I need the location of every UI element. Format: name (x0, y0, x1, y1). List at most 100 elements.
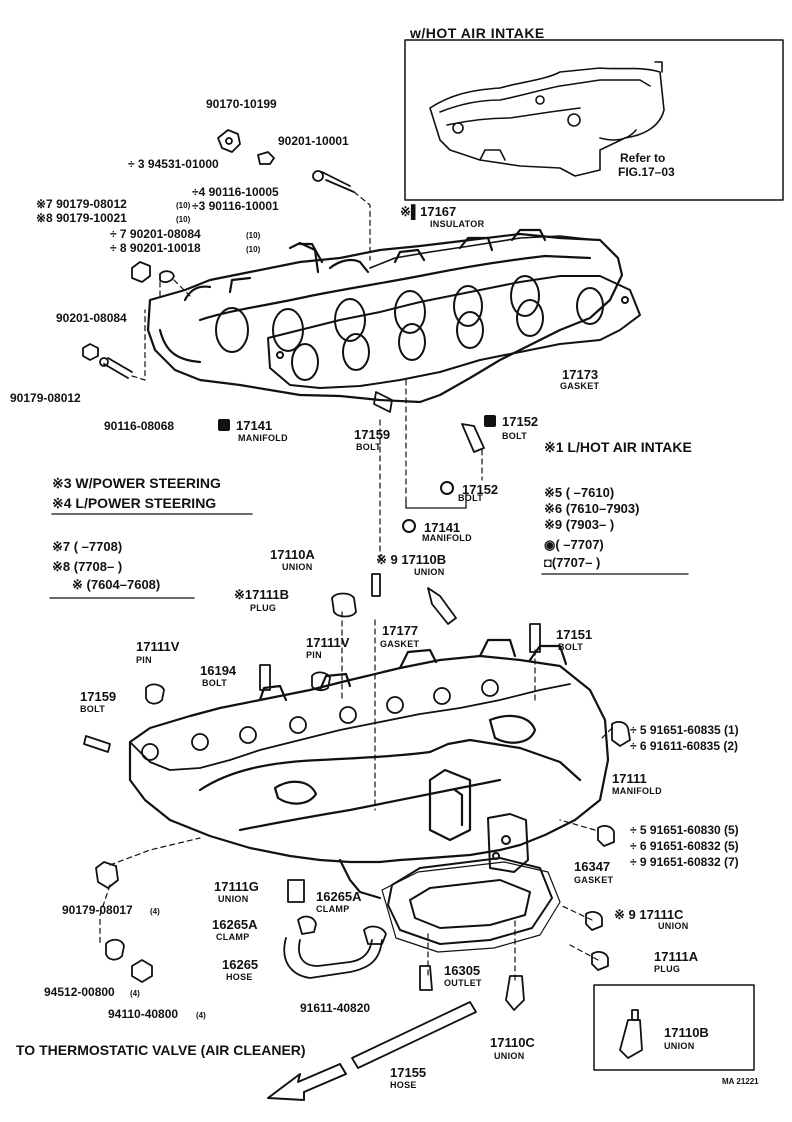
label-17110c: 17110C (490, 1035, 535, 1050)
label-17111: 17111 (612, 771, 647, 786)
qty-10-d: (10) (246, 245, 261, 254)
label-17110a: 17110A (270, 547, 315, 562)
label-91651-60832-a: ÷ 6 91651-60832 (5) (630, 839, 739, 853)
label-16265: 16265 (222, 957, 259, 972)
name-insulator: INSULATOR (430, 219, 485, 229)
label-16265a-left: 16265A (212, 917, 258, 932)
leader-17141 (405, 489, 467, 509)
inset-refer-line1: Refer to (620, 151, 666, 165)
label-16347: 16347 (574, 859, 611, 874)
qty-4-a: (4) (150, 907, 160, 916)
label-94512-00800: 94512-00800 (44, 985, 115, 999)
label-17111c: ※ 9 17111C (614, 907, 684, 922)
lower-fasteners (83, 573, 631, 1069)
name-gasket-16347: GASKET (574, 875, 614, 885)
label-90116-10005: ÷4 90116-10005 (192, 185, 279, 199)
quarter-mark-icon (484, 415, 496, 427)
label-90201-10018: ÷ 8 90201-10018 (110, 241, 201, 255)
label-94531-01000: ÷ 3 94531-01000 (128, 157, 219, 171)
inset-manifold-drawing (429, 61, 665, 177)
name-plug-17111a: PLUG (654, 964, 681, 974)
figure-code: MA 21221 (722, 1077, 759, 1086)
qty-4-b: (4) (130, 989, 140, 998)
name-gasket-17173: GASKET (560, 381, 600, 391)
name-clamp-right: CLAMP (316, 904, 350, 914)
name-union-17111g: UNION (218, 894, 249, 904)
label-90179-08017: 90179-08017 (62, 903, 133, 917)
name-bolt-17152-b: BOLT (458, 493, 484, 503)
label-17151: 17151 (556, 627, 593, 642)
label-17152-a: 17152 (484, 414, 538, 428)
insulator-17167 (369, 235, 597, 269)
label-90201-10001: 90201-10001 (278, 134, 349, 148)
label-17111v-b: 17111V (306, 635, 350, 650)
inset-refer-line2: FIG.17–03 (618, 165, 675, 179)
legend-1: ※1 L/HOT AIR INTAKE (544, 439, 692, 455)
qty-10-b: (10) (176, 215, 191, 224)
manifold-ports (215, 275, 540, 353)
label-94110-40800: 94110-40800 (108, 1007, 179, 1021)
gasket-17173 (267, 275, 641, 389)
label-17111a: 17111A (654, 949, 699, 964)
name-gasket-17177: GASKET (380, 639, 420, 649)
label-91611-60835: ÷ 6 91611-60835 (2) (630, 739, 738, 753)
label-90170-10199: 90170-10199 (206, 97, 277, 111)
legend-9-right: ※9 (7903– ) (544, 517, 615, 532)
gasket-17177 (129, 679, 571, 771)
label-90179-10021: ※8 90179-10021 (36, 211, 127, 225)
name-union-17110a: UNION (282, 562, 313, 572)
legend-circle-mark: ◉( –7707) (544, 537, 604, 552)
label-17159-upper: 17159 (354, 427, 391, 442)
outlet-16305 (381, 857, 561, 953)
legend-6: ※6 (7610–7903) (544, 501, 640, 516)
name-manifold-17141: MANIFOLD (238, 433, 288, 443)
quarter-mark-icon (218, 419, 230, 431)
union-17110b-drawing (619, 1009, 643, 1059)
legend-7: ※7 ( –7708) (52, 539, 123, 554)
label-90116-10001: ÷3 90116-10001 (192, 199, 279, 213)
name-manifold-17111: MANIFOLD (612, 786, 662, 796)
name-bolt-17151: BOLT (558, 642, 584, 652)
name-bolt-17152-a: BOLT (502, 431, 528, 441)
label-90116-08068: 90116-08068 (104, 419, 175, 433)
label-17141-lower: 17141 (402, 518, 460, 534)
label-17173: 17173 (562, 367, 599, 382)
label-91651-60832-b: ÷ 9 91651-60832 (7) (630, 855, 739, 869)
label-17159-lower: 17159 (80, 689, 117, 704)
label-90179-08012: 90179-08012 (10, 391, 81, 405)
legend-3: ※3 W/POWER STEERING (52, 475, 221, 491)
lower-manifold-17111 (128, 638, 610, 900)
label-17111g: 17111G (214, 879, 259, 894)
name-clamp-left: CLAMP (216, 932, 250, 942)
label-17111b: ※17111B (234, 587, 289, 602)
name-manifold-17141-lower: MANIFOLD (422, 533, 472, 543)
thermostatic-valve-note: TO THERMOSTATIC VALVE (AIR CLEANER) (16, 1042, 306, 1058)
arrow-to-thermostatic-valve (267, 1063, 347, 1101)
label-17110b-box: 17110B (664, 1025, 709, 1040)
label-17155: 17155 (390, 1065, 427, 1080)
name-union-17110b: UNION (414, 567, 445, 577)
label-17141-upper: 17141 (218, 418, 272, 432)
qty-10-c: (10) (246, 231, 261, 240)
name-union-17110c: UNION (494, 1051, 525, 1061)
upper-manifold-17141 (146, 228, 624, 404)
qty-4-c: (4) (196, 1011, 206, 1020)
name-hose-16265: HOSE (226, 972, 253, 982)
label-17177: 17177 (382, 623, 419, 638)
label-16265a-right: 16265A (316, 889, 362, 904)
outlet-bracket (487, 813, 529, 873)
legend-underlines (49, 513, 689, 599)
inset-frame (404, 39, 784, 201)
legend-quarter-mark: ◘(7707– ) (544, 555, 601, 570)
label-17152-b: 17152 (440, 480, 498, 496)
upper-fasteners (82, 129, 485, 453)
label-17110b: ※ 9 17110B (376, 552, 447, 567)
legend-4: ※4 L/POWER STEERING (52, 495, 217, 511)
inset-title: w/HOT AIR INTAKE (410, 25, 545, 41)
circle-mark-icon (440, 481, 454, 495)
circle-mark-icon (402, 519, 416, 533)
label-17111v-a: 17111V (136, 639, 180, 654)
name-union-17111c: UNION (658, 921, 689, 931)
qty-10-a: (10) (176, 201, 191, 210)
